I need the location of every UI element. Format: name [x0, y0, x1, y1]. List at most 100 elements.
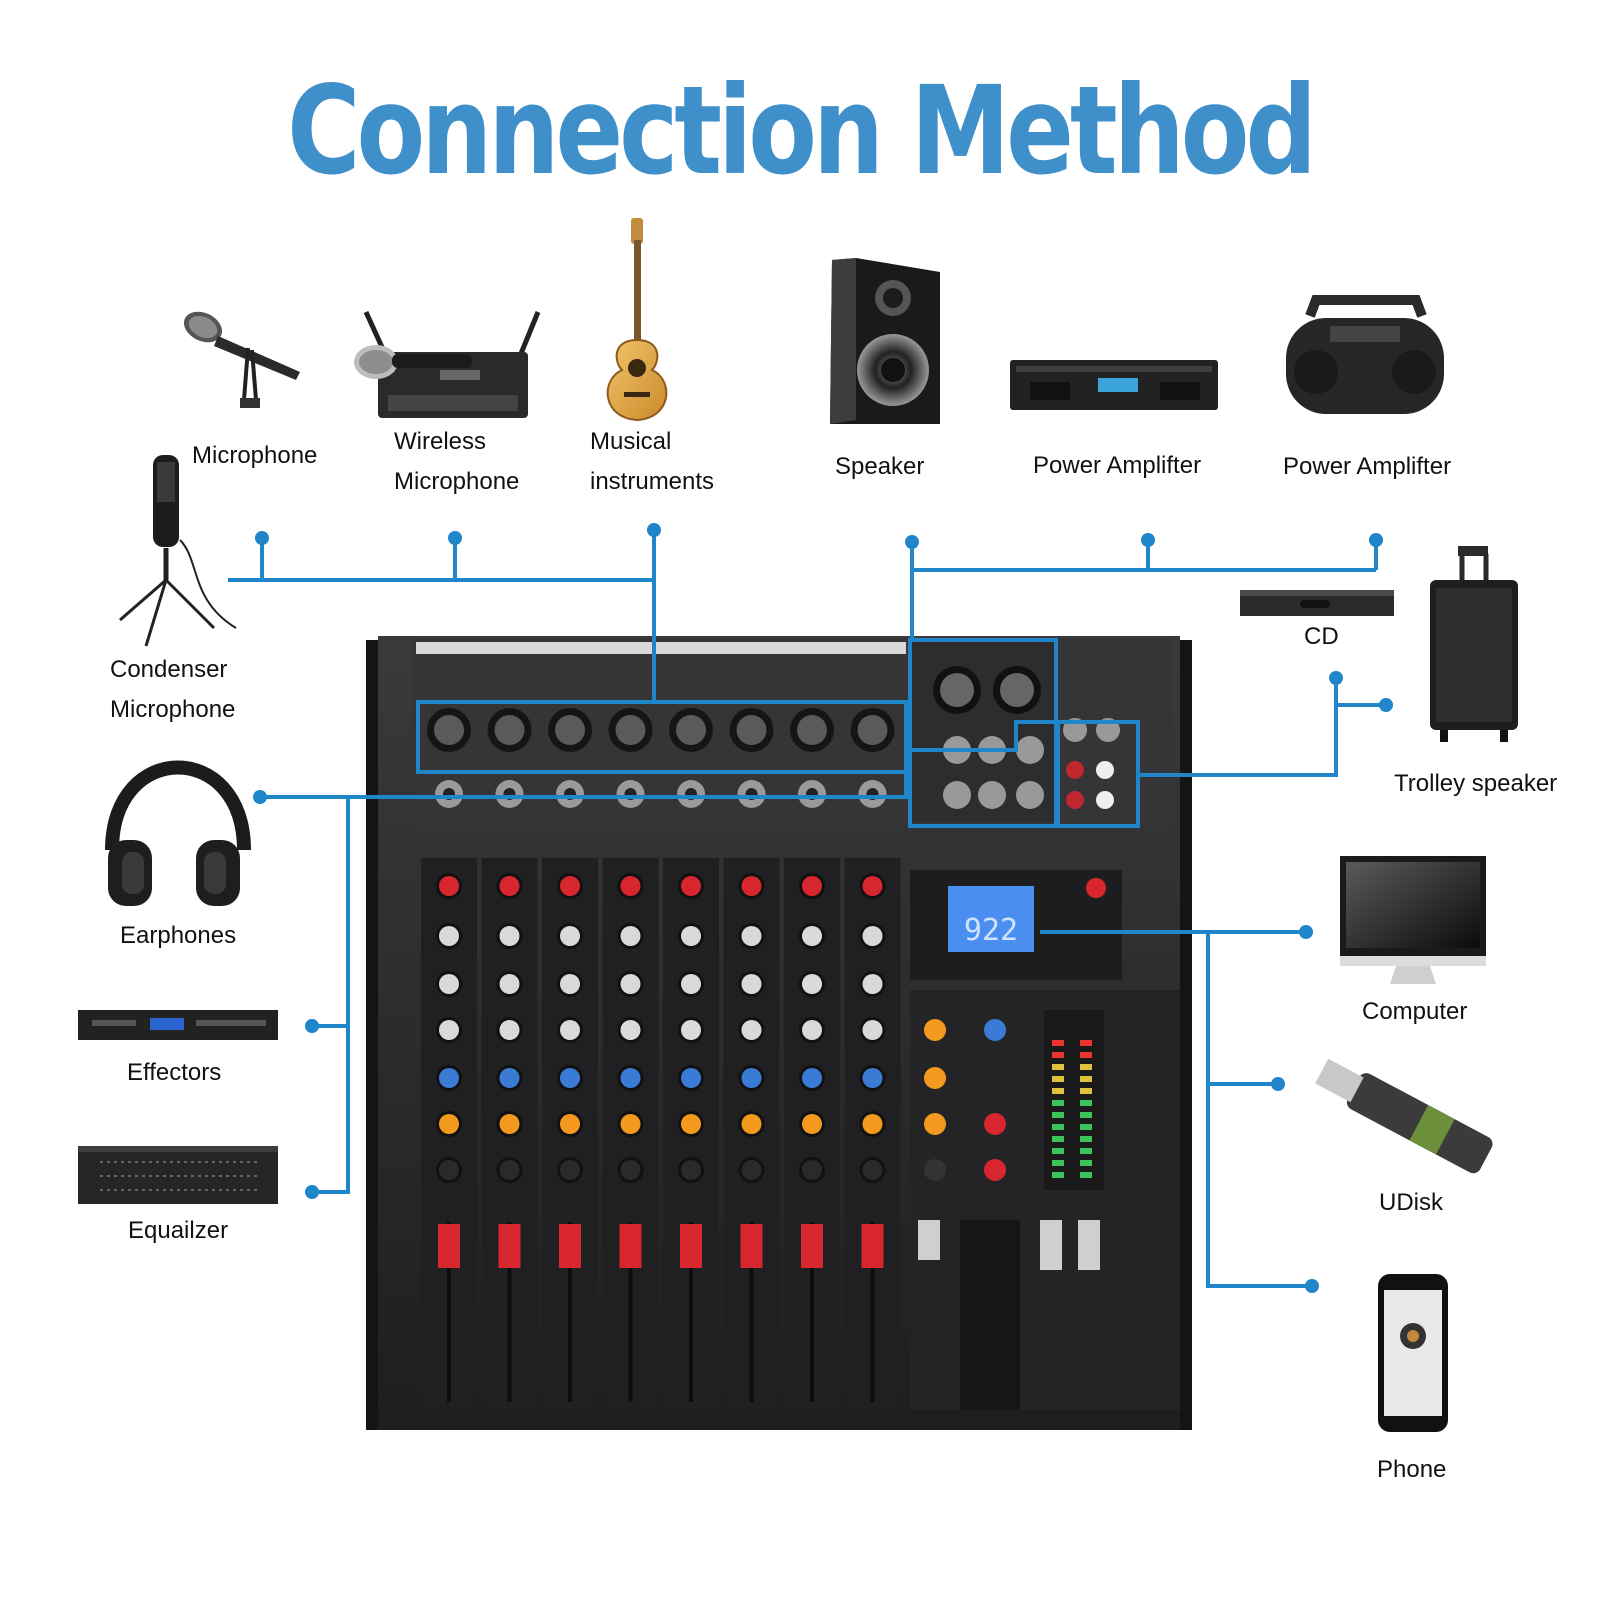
- phone-icon: [1378, 1274, 1448, 1432]
- connection-dots: [253, 523, 1393, 1293]
- channel-fader: [438, 1224, 460, 1268]
- label-speaker-text: Speaker: [835, 453, 925, 480]
- channel-fader: [498, 1224, 521, 1268]
- channel-knob: [741, 1114, 762, 1134]
- level-meter-led: [1080, 1124, 1092, 1130]
- channel-fader: [619, 1224, 642, 1268]
- channel-knob: [802, 1160, 822, 1180]
- page-title: Connection Method: [287, 60, 1317, 202]
- condenser-microphone-icon: [119, 455, 237, 647]
- label-power-amplifier-2: Power Amplifter: [1283, 447, 1451, 487]
- channel-knob: [862, 1068, 883, 1088]
- channel-knob: [560, 1114, 580, 1134]
- channel-knob: [862, 974, 883, 994]
- channel-knob: [802, 876, 822, 896]
- label-wireless-line1: Wireless: [394, 428, 487, 455]
- channel-knob: [741, 926, 762, 946]
- equalizer-icon: [78, 1146, 278, 1204]
- level-meter-led: [1080, 1148, 1092, 1154]
- fader-track: [689, 1222, 693, 1402]
- channel-knob: [560, 1068, 580, 1088]
- level-meter-led: [1052, 1040, 1064, 1046]
- cd-player-icon: [1240, 590, 1394, 616]
- channel-knob: [439, 1068, 459, 1088]
- usb-drive-icon: [1315, 1058, 1493, 1174]
- label-instruments-line1: Musical: [590, 428, 672, 455]
- label-condenser-microphone: Condenser Microphone: [110, 650, 235, 730]
- label-cd: CD: [1304, 617, 1339, 657]
- label-condenser-line2: Microphone: [110, 696, 236, 723]
- level-meter-led: [1052, 1136, 1064, 1142]
- level-meter-led: [1080, 1040, 1092, 1046]
- channel-knob: [560, 926, 580, 946]
- channel-fader: [740, 1224, 763, 1268]
- xlr-input-jack-inner: [615, 715, 646, 745]
- level-meter-led: [1080, 1160, 1092, 1166]
- mixer-display-text: 922: [964, 913, 1018, 948]
- xlr-input-jack-inner: [736, 715, 767, 745]
- level-meter-led: [1052, 1088, 1064, 1094]
- channel-knob: [499, 1068, 520, 1088]
- channel-fader: [680, 1224, 702, 1268]
- headphones-icon: [105, 760, 251, 906]
- label-musical-instruments: Musical instruments: [590, 422, 714, 502]
- level-meter-led: [1052, 1148, 1064, 1154]
- power-amplifier-icon: [1010, 360, 1218, 410]
- level-meter-led: [1052, 1160, 1064, 1166]
- channel-knob: [439, 876, 459, 896]
- level-meter-led: [1080, 1064, 1092, 1070]
- channel-knob: [802, 1114, 822, 1134]
- channel-knob: [741, 1020, 762, 1040]
- xlr-input-jack-inner: [555, 715, 585, 745]
- channel-knob: [499, 1160, 520, 1180]
- label-equalizer: Equailzer: [128, 1211, 228, 1251]
- boombox-icon: [1286, 295, 1444, 414]
- channel-knob: [620, 926, 641, 946]
- channel-knob: [439, 1020, 459, 1040]
- label-phone-text: Phone: [1377, 1456, 1447, 1483]
- channel-knob: [620, 1068, 641, 1088]
- level-meter-led: [1052, 1052, 1064, 1058]
- level-meter-led: [1080, 1136, 1092, 1142]
- wireless-microphone-icon: [354, 310, 541, 418]
- channel-knob: [741, 1160, 762, 1180]
- label-computer: Computer: [1362, 992, 1467, 1032]
- channel-fader: [861, 1224, 884, 1268]
- channel-knob: [560, 974, 580, 994]
- channel-knob: [439, 974, 459, 994]
- channel-knob: [499, 876, 520, 896]
- label-wireless-microphone: Wireless Microphone: [394, 422, 519, 502]
- channel-knob: [802, 1068, 822, 1088]
- label-udisk: UDisk: [1379, 1183, 1443, 1223]
- fader-track: [628, 1222, 633, 1402]
- channel-knob: [741, 1068, 762, 1088]
- label-effectors: Effectors: [127, 1053, 221, 1093]
- channel-fader: [801, 1224, 823, 1268]
- label-udisk-text: UDisk: [1379, 1189, 1443, 1216]
- label-earphones: Earphones: [120, 916, 236, 956]
- label-effectors-text: Effectors: [127, 1059, 222, 1086]
- label-instruments-line2: instruments: [590, 468, 715, 495]
- label-computer-text: Computer: [1362, 998, 1468, 1025]
- mixer-icon: 922: [366, 636, 1192, 1430]
- label-trolley-text: Trolley speaker: [1394, 770, 1558, 797]
- label-microphone-text: Microphone: [192, 442, 318, 469]
- channel-knob: [802, 926, 822, 946]
- channel-knob: [499, 926, 520, 946]
- channel-knob: [439, 1114, 459, 1134]
- xlr-input-jack-inner: [676, 715, 706, 745]
- level-meter-led: [1052, 1112, 1064, 1118]
- channel-knob: [862, 1020, 883, 1040]
- channel-knob: [620, 876, 641, 896]
- level-meter-led: [1080, 1100, 1092, 1106]
- level-meter-led: [1080, 1112, 1092, 1118]
- xlr-input-jack-inner: [857, 715, 888, 745]
- level-meter-led: [1052, 1124, 1064, 1130]
- label-earphones-text: Earphones: [120, 922, 237, 949]
- level-meter-led: [1052, 1100, 1064, 1106]
- level-meter-led: [1052, 1172, 1064, 1178]
- channel-knob: [681, 1020, 701, 1040]
- guitar-icon: [606, 218, 668, 422]
- channel-knob: [741, 876, 762, 896]
